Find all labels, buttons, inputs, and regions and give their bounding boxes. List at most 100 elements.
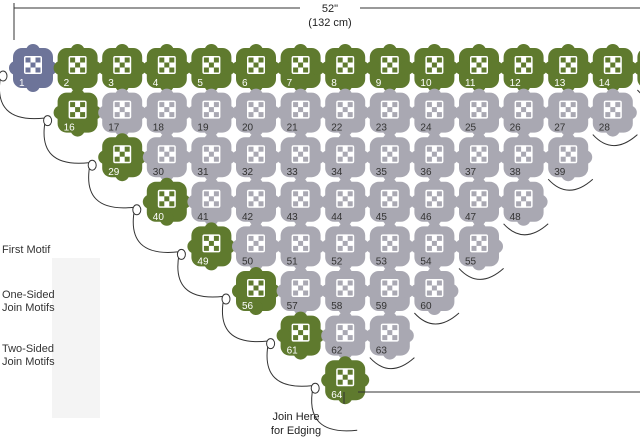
motif-number: 49 <box>197 256 209 267</box>
motif-number: 5 <box>197 78 203 89</box>
edge-scallop <box>592 134 638 147</box>
motif-61: 61 <box>276 311 325 360</box>
motif-34: 34 <box>321 133 370 182</box>
motif-number: 62 <box>331 346 343 357</box>
motif-3: 3 <box>98 44 147 92</box>
motif-54: 54 <box>410 222 459 271</box>
motif-number: 17 <box>108 123 120 134</box>
motif-5: 5 <box>187 44 236 92</box>
motif-number: 58 <box>331 301 343 312</box>
motif-number: 43 <box>287 212 299 223</box>
edge-scallop <box>88 163 135 209</box>
edge-picot <box>0 70 8 82</box>
motif-60: 60 <box>410 267 459 315</box>
motif-number: 1 <box>19 78 25 89</box>
edge-picot <box>310 382 320 394</box>
motif-33: 33 <box>276 133 325 182</box>
legend-one-sided: One-Sided Join Motifs <box>2 289 55 314</box>
motif-1: 1 <box>9 44 57 92</box>
motif-number: 33 <box>287 167 299 178</box>
motif-number: 4 <box>153 78 159 89</box>
edge-picot <box>176 248 186 260</box>
motif-number: 52 <box>331 256 343 267</box>
motif-17: 17 <box>98 88 147 137</box>
motif-43: 43 <box>276 177 325 226</box>
motif-22: 22 <box>321 88 370 137</box>
motif-55: 55 <box>455 222 503 271</box>
motif-number: 27 <box>554 123 566 134</box>
motif-44: 44 <box>321 177 370 226</box>
motif-number: 36 <box>420 167 432 178</box>
motif-number: 2 <box>64 78 70 89</box>
motif-number: 51 <box>287 256 299 267</box>
motif-25: 25 <box>455 88 503 137</box>
motif-41: 41 <box>187 177 236 226</box>
motif-15: 15 <box>633 50 640 86</box>
motif-number: 18 <box>153 123 165 134</box>
edge-picot <box>132 204 142 216</box>
motif-number: 57 <box>287 301 299 312</box>
motif-number: 55 <box>465 256 477 267</box>
motif-number: 8 <box>331 78 337 89</box>
motif-7: 7 <box>276 44 325 92</box>
motif-62: 62 <box>321 311 370 360</box>
motif-19: 19 <box>187 88 236 137</box>
motif-14: 14 <box>588 44 637 92</box>
edge-scallop <box>311 386 358 432</box>
motif-number: 23 <box>376 123 388 134</box>
motif-number: 19 <box>197 123 209 134</box>
motif-number: 41 <box>197 212 209 223</box>
motif-23: 23 <box>365 88 414 137</box>
motif-37: 37 <box>455 133 503 182</box>
motif-number: 38 <box>510 167 522 178</box>
motif-13: 13 <box>544 44 593 92</box>
motif-number: 47 <box>465 212 477 223</box>
motif-21: 21 <box>276 88 325 137</box>
edge-scallop <box>177 252 224 298</box>
motif-number: 53 <box>376 256 388 267</box>
motif-number: 45 <box>376 212 388 223</box>
motif-56: 56 <box>232 267 280 315</box>
motif-27: 27 <box>544 88 593 137</box>
motif-number: 56 <box>242 301 254 312</box>
motif-31: 31 <box>187 133 236 182</box>
motif-45: 45 <box>365 177 414 226</box>
motif-20: 20 <box>232 88 280 137</box>
motif-number: 22 <box>331 123 343 134</box>
motif-number: 6 <box>242 78 248 89</box>
motif-6: 6 <box>232 44 280 92</box>
motif-number: 59 <box>376 301 388 312</box>
motif-number: 12 <box>510 78 522 89</box>
motif-36: 36 <box>410 133 459 182</box>
motif-63: 63 <box>365 311 414 360</box>
motif-number: 60 <box>420 301 432 312</box>
motif-48: 48 <box>499 177 548 226</box>
edge-picot <box>43 115 53 127</box>
motif-39: 39 <box>544 133 593 182</box>
motif-number: 63 <box>376 346 388 357</box>
join-annotation: Join Here for Edging <box>271 391 640 437</box>
motif-number: 37 <box>465 167 477 178</box>
motif-51: 51 <box>276 222 325 271</box>
motif-24: 24 <box>410 88 459 137</box>
join-label-line1: Join Here <box>272 411 319 423</box>
edge-picot <box>87 159 97 171</box>
edge-scallop <box>222 296 269 343</box>
motif-4: 4 <box>142 44 191 92</box>
motif-number: 20 <box>242 123 254 134</box>
legend-swatch-area <box>52 258 100 418</box>
motif-16: 16 <box>53 88 102 137</box>
motif-number: 34 <box>331 167 343 178</box>
motif-26: 26 <box>499 88 548 137</box>
motif-11: 11 <box>455 44 503 92</box>
motif-number: 54 <box>420 256 432 267</box>
motif-number: 44 <box>331 212 343 223</box>
motif-number: 46 <box>420 212 432 223</box>
motif-number: 16 <box>64 123 76 134</box>
edge-picot <box>266 338 276 350</box>
motif-29: 29 <box>98 133 147 182</box>
motif-number: 21 <box>287 123 299 134</box>
motif-8: 8 <box>321 44 370 92</box>
motif-46: 46 <box>410 177 459 226</box>
